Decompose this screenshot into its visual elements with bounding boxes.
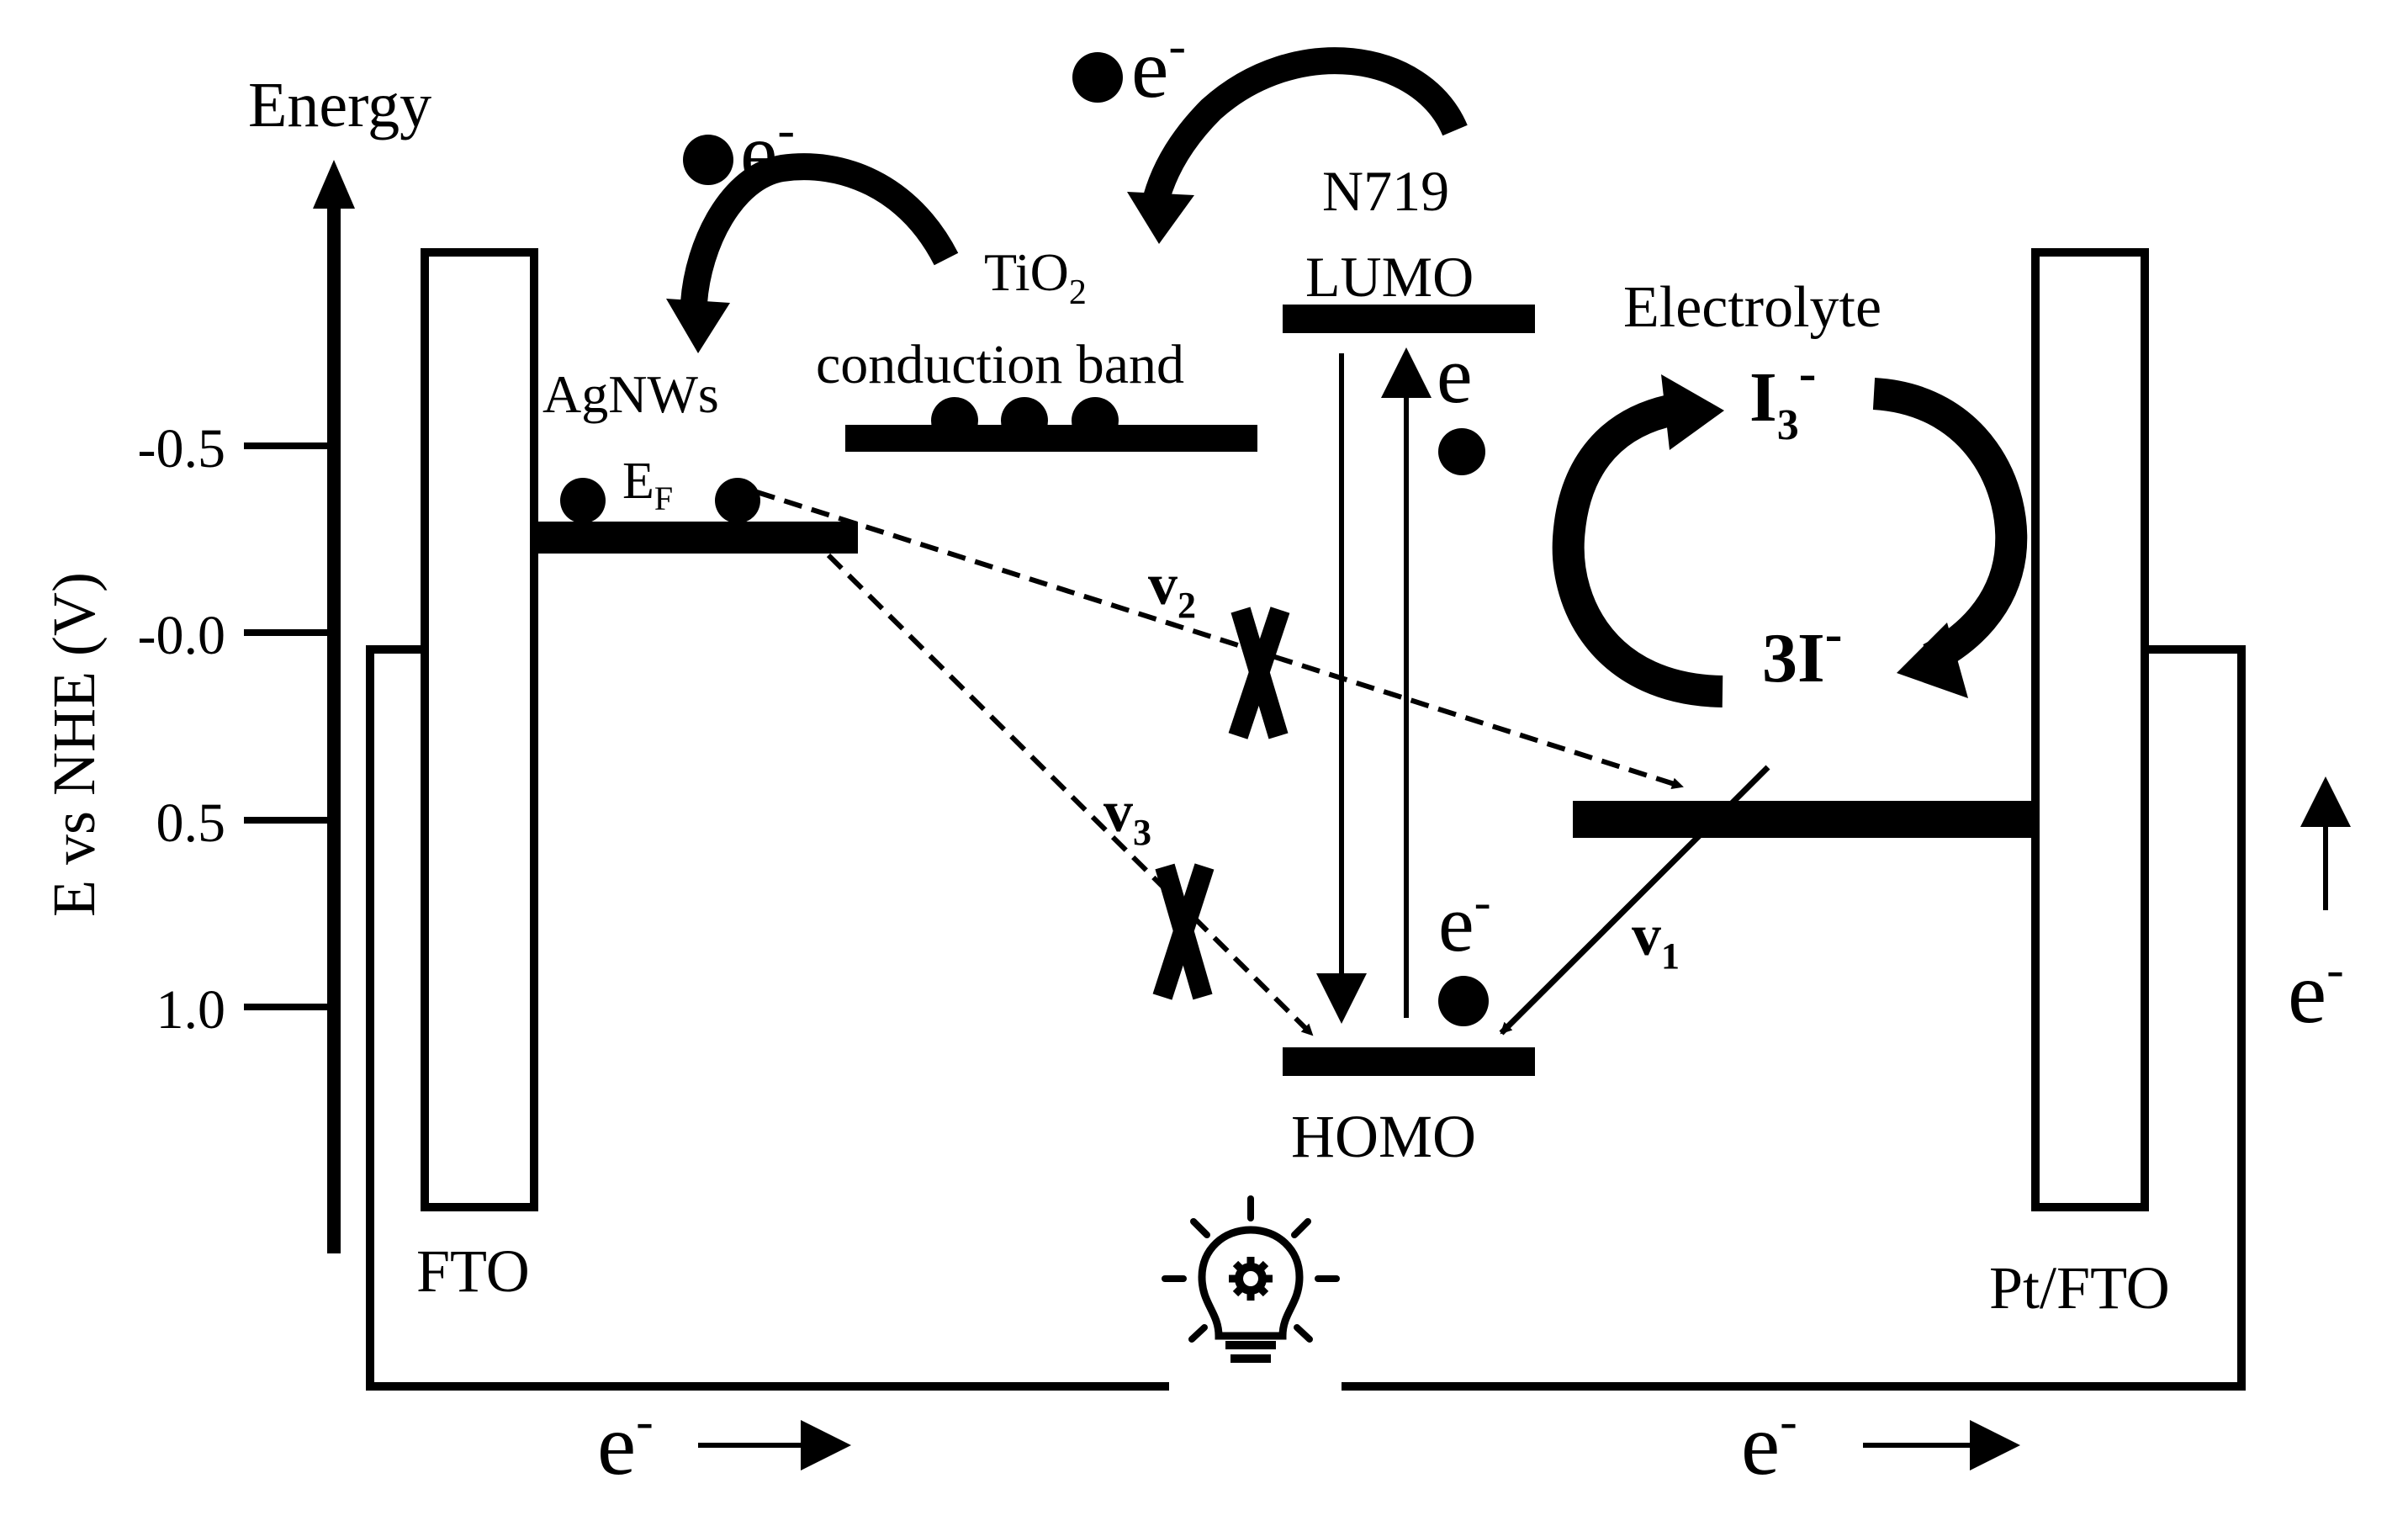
homo-level: [1283, 1047, 1535, 1076]
fermi-label: EF: [622, 453, 673, 517]
lumo-level: [1283, 305, 1535, 333]
electron-dot: [931, 397, 978, 444]
recombination-v2-path: [756, 490, 1684, 790]
electron-dot: [715, 478, 760, 523]
electron-label: e-: [1131, 18, 1186, 115]
pt-fto-electrode: [2031, 248, 2149, 1211]
transfer-arrow-tio2-to-agnws: [666, 153, 959, 353]
pt-fto-label: Pt/FTO: [1989, 1254, 2170, 1322]
lightbulb-gear-icon: [1162, 1195, 1340, 1363]
electron-label: e-: [740, 102, 795, 199]
lumo-electron-label: e: [1437, 330, 1473, 420]
electron-dot: [560, 478, 606, 523]
homo-label: HOMO: [1291, 1103, 1476, 1170]
homo-electron-label: e-: [1438, 874, 1491, 968]
tick-label: -0.0: [138, 605, 225, 666]
n719-label: N719: [1322, 159, 1449, 223]
y-axis-label: E vs NHE (V): [40, 572, 108, 917]
conduction-band-label: conduction band: [816, 334, 1184, 395]
injection-arrow-dye-to-tio2: [1127, 47, 1468, 244]
tio2-conduction-band: [845, 425, 1257, 452]
fto-electrode: [421, 248, 538, 1211]
tio2-label: TiO2: [984, 242, 1087, 312]
agnws-label: AgNWs: [542, 364, 719, 424]
electron-flow-label: e-: [1741, 1393, 1797, 1493]
energy-label: Energy: [248, 70, 431, 140]
fto-label: FTO: [416, 1237, 530, 1305]
electron-dot: [1438, 976, 1489, 1026]
external-circuit: [366, 645, 2246, 1391]
electron-dot: [683, 135, 733, 185]
electrolyte-label: Electrolyte: [1623, 275, 1881, 340]
tick-label: 0.5: [156, 792, 226, 854]
lumo-label: LUMO: [1305, 245, 1474, 309]
redox-cycle-right-arrow: [1872, 378, 2028, 698]
redox-cycle-left-arrow: [1552, 374, 1724, 707]
v3-label: v3: [1103, 780, 1151, 853]
iodide-label: 3I-: [1762, 606, 1842, 697]
electrolyte-redox-level: [1573, 801, 2031, 838]
electron-dot: [1072, 52, 1123, 103]
electron-dot: [1072, 397, 1119, 444]
v2-label: v2: [1148, 553, 1196, 626]
electron-dot: [1001, 397, 1048, 444]
electron-dot: [1438, 428, 1485, 475]
triiodide-label: I3-: [1749, 345, 1816, 449]
tick-label: -0.5: [138, 418, 225, 480]
blocked-v3-cross-icon: [1152, 863, 1215, 1000]
axis-arrowhead: [313, 160, 355, 209]
electron-flow-label: e-: [597, 1393, 654, 1493]
regeneration-v1-arrow: [1499, 765, 1770, 1036]
energy-axis: [244, 160, 355, 1253]
tick-label: 1.0: [156, 979, 226, 1041]
agnws-fermi-level: [538, 522, 858, 554]
blocked-v2-cross-icon: [1228, 607, 1290, 739]
v1-label: v1: [1632, 903, 1680, 977]
electron-flow-label: e-: [2288, 941, 2344, 1041]
